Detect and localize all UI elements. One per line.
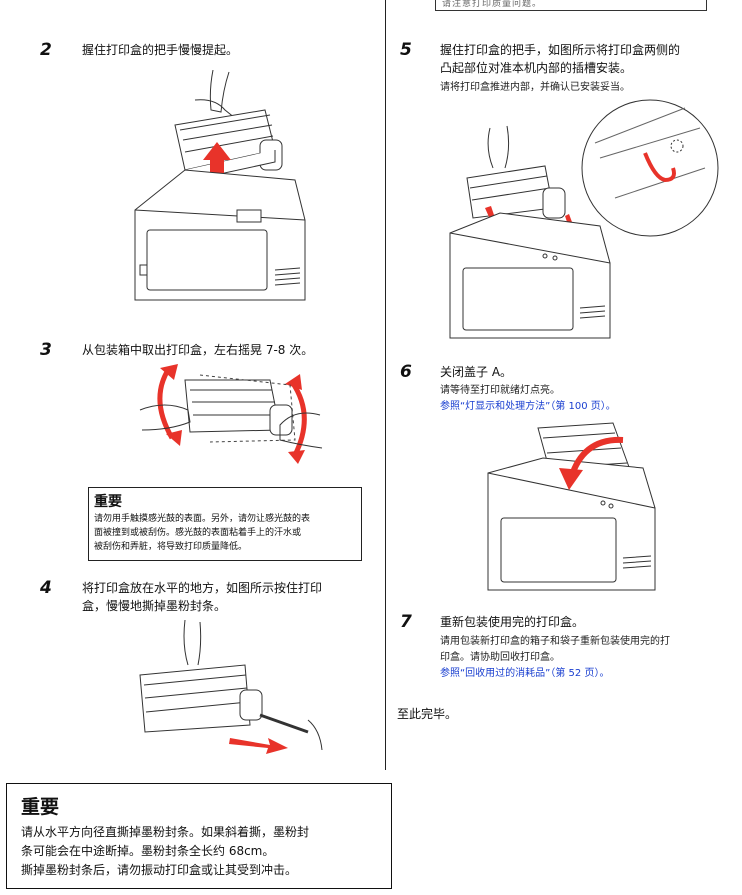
printer-lift-cartridge-illustration <box>134 70 306 301</box>
step-7-reference-link[interactable]: 参照“回收用过的消耗品”（第 52 页）。 <box>440 668 610 679</box>
shake-cartridge-illustration <box>139 364 323 464</box>
step-4-number: 4 <box>40 578 52 598</box>
step-2-text: 握住打印盒的把手慢慢提起。 <box>82 43 239 57</box>
close-cover-illustration <box>487 422 656 591</box>
step-5-text-line-2: 凸起部位对准本机内部的插槽安装。 <box>440 61 633 75</box>
previous-note-box: 请注意打印质量问题。 <box>435 0 707 11</box>
step-5-text-line-1: 握住打印盒的把手，如图所示将打印盒两侧的 <box>440 43 681 57</box>
important-big-line-1: 请从水平方向径直撕掉墨粉封条。如果斜着撕，墨粉封 <box>21 825 310 839</box>
step-7-number: 7 <box>400 612 412 632</box>
important-note-line-3: 被刮伤和弄脏，将导致打印质量降低。 <box>94 542 248 552</box>
previous-note-text: 请注意打印质量问题。 <box>442 0 543 9</box>
completion-text: 至此完毕。 <box>397 707 458 721</box>
step-5-number: 5 <box>400 40 412 60</box>
step-4-text-line-1: 将打印盒放在水平的地方，如图所示按住打印 <box>82 581 323 595</box>
important-big-title: 重要 <box>21 796 60 818</box>
step-7-text: 重新包装使用完的打印盒。 <box>440 615 585 629</box>
step-2-number: 2 <box>40 40 52 60</box>
column-divider <box>385 0 386 770</box>
step-5-sub: 请将打印盒推进内部，并确认已安装妥当。 <box>440 82 630 93</box>
important-note-title: 重要 <box>94 494 122 510</box>
remove-seal-illustration <box>139 620 323 754</box>
important-note-seal: 重要 请从水平方向径直撕掉墨粉封条。如果斜着撕，墨粉封 条可能会在中途断掉。墨粉… <box>6 783 392 889</box>
step-7-sub-line-2: 印盒。请协助回收打印盒。 <box>440 652 560 663</box>
step-6-reference-link[interactable]: 参照“灯显示和处理方法”（第 100 页）。 <box>440 401 616 412</box>
important-note-line-2: 面被撞到或被刮伤。感光鼓的表面粘着手上的汗水或 <box>94 528 302 538</box>
step-3-text: 从包装箱中取出打印盒，左右摇晃 7-8 次。 <box>82 343 314 357</box>
step-6-number: 6 <box>400 362 412 382</box>
important-note-drum: 重要 请勿用手触摸感光鼓的表面。另外，请勿让感光鼓的表 面被撞到或被刮伤。感光鼓… <box>88 487 362 561</box>
important-note-line-1: 请勿用手触摸感光鼓的表面。另外，请勿让感光鼓的表 <box>94 514 311 524</box>
step-6-sub: 请等待至打印就绪灯点亮。 <box>440 385 560 396</box>
step-6-text: 关闭盖子 A。 <box>440 365 513 379</box>
step-4-text-line-2: 盒，慢慢地撕掉墨粉封条。 <box>82 599 227 613</box>
step-7-sub-line-1: 请用包装新打印盒的箱子和袋子重新包装使用完的打 <box>440 636 670 647</box>
important-big-line-3: 撕掉墨粉封条后，请勿振动打印盒或让其受到冲击。 <box>21 863 298 877</box>
insert-cartridge-illustration <box>449 99 719 339</box>
important-big-line-2: 条可能会在中途断掉。墨粉封条全长约 68cm。 <box>21 844 275 858</box>
step-3-number: 3 <box>40 340 52 360</box>
